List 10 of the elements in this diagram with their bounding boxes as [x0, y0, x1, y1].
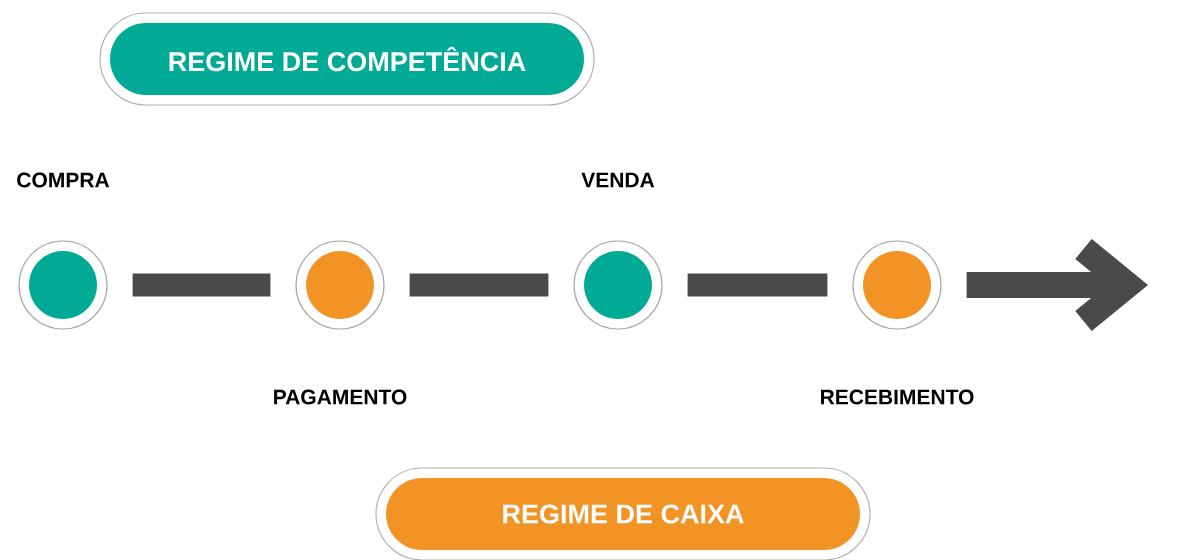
- timeline-arrow: [966, 238, 1148, 332]
- dot-label: PAGAMENTO: [274, 389, 407, 405]
- dot-label: RECEBIMENTO: [821, 389, 974, 405]
- timeline-bar: [409, 273, 549, 297]
- timeline-bar: [687, 273, 828, 297]
- regime-pill: REGIME DE CAIXA: [375, 467, 871, 560]
- dot-label: VENDA: [581, 172, 655, 188]
- dot-label: COMPRA: [17, 172, 110, 188]
- regime-pill: REGIME DE COMPETÊNCIA: [99, 12, 595, 106]
- timeline-bar: [132, 273, 271, 297]
